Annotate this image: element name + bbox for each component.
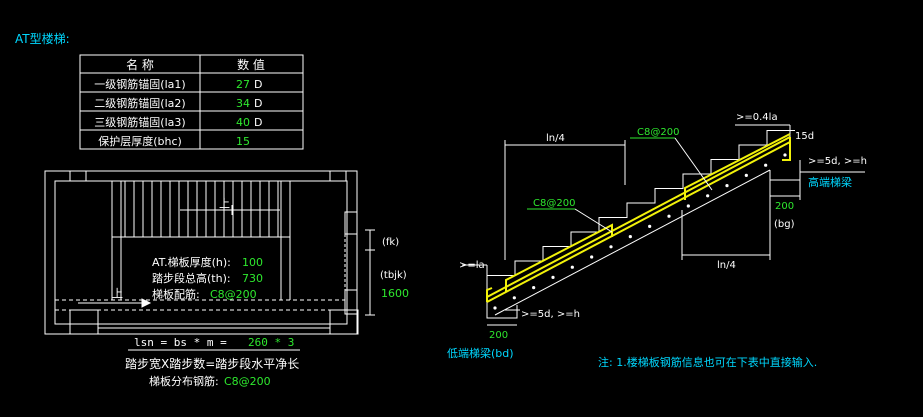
plan-tread-lines bbox=[124, 181, 279, 237]
plan-fk-label: (fk) bbox=[382, 237, 399, 248]
plan-tbjk-label: (tbjk) bbox=[380, 270, 407, 281]
table-row-value[interactable]: 40 bbox=[236, 116, 250, 129]
lsn-formula-value[interactable]: 260 * 3 bbox=[248, 336, 294, 349]
section-la-top: >=0.4la bbox=[736, 112, 778, 123]
table-row-value[interactable]: 15 bbox=[236, 135, 250, 148]
plan-up-label-left: 上 bbox=[112, 287, 123, 300]
rebar-dot bbox=[628, 235, 632, 239]
section-la-low: >=la bbox=[459, 260, 485, 271]
table-row-value[interactable]: 27 bbox=[236, 78, 250, 91]
table-row-name: 三级钢筋锚固(la3) bbox=[94, 115, 185, 129]
rebar-dot bbox=[686, 204, 690, 208]
plan-caption-2-value[interactable]: C8@200 bbox=[224, 375, 271, 388]
plan-up-arrow-left bbox=[78, 298, 152, 308]
plan-caption-1: 踏步宽X踏步数=踏步段水平净长 bbox=[125, 356, 299, 371]
footer-note: 注: 1.楼梯板钢筋信息也可在下表中直接输入. bbox=[598, 355, 817, 369]
table-row-unit: D bbox=[254, 116, 262, 129]
rebar-dot bbox=[590, 255, 594, 259]
section-bg: (bg) bbox=[774, 219, 795, 230]
section-5d-low: >=5d, >=h bbox=[521, 309, 580, 320]
table-row-value[interactable]: 34 bbox=[236, 97, 250, 110]
section-low-beam: 低端梯梁(bd) bbox=[447, 346, 514, 360]
table-row-unit: D bbox=[254, 78, 262, 91]
rebar-dot bbox=[764, 163, 768, 167]
section-15d: 15d bbox=[795, 131, 814, 142]
stair-section-view bbox=[462, 124, 865, 326]
table-row-name: 二级钢筋锚固(la2) bbox=[94, 96, 185, 110]
lsn-formula: lsn = bs * m = bbox=[134, 336, 227, 349]
section-ln4-bottom: ln/4 bbox=[717, 260, 736, 271]
plan-thickness-value[interactable]: 100 bbox=[242, 256, 263, 269]
plan-thickness-label: AT.梯板厚度(h): bbox=[152, 255, 231, 269]
rebar-dot bbox=[667, 214, 671, 218]
plan-height-label: 踏步段总高(th): bbox=[152, 271, 231, 285]
rebar-dot bbox=[493, 306, 497, 310]
plan-up-arrow-top bbox=[180, 205, 280, 215]
diagram-title: AT型楼梯: bbox=[15, 31, 70, 46]
rebar-dot bbox=[512, 296, 516, 300]
rebar-dot bbox=[706, 194, 710, 198]
section-mid-rebar[interactable]: C8@200 bbox=[533, 198, 575, 209]
section-top-rebar-pointer bbox=[674, 137, 713, 191]
rebar-dot bbox=[551, 275, 555, 279]
plan-height-value[interactable]: 730 bbox=[242, 272, 263, 285]
section-200-right[interactable]: 200 bbox=[775, 201, 794, 212]
plan-tbjk-value[interactable]: 1600 bbox=[381, 287, 409, 300]
stair-plan-view bbox=[44, 170, 375, 335]
section-rebar bbox=[486, 133, 791, 303]
table-row-unit: D bbox=[254, 97, 262, 110]
rebar-dot bbox=[744, 173, 748, 177]
rebar-dot bbox=[725, 184, 729, 188]
plan-rebar-label: 梯板配筋: bbox=[152, 287, 200, 301]
table-row-name: 保护层厚度(bhc) bbox=[98, 134, 182, 148]
plan-caption-2-label: 梯板分布钢筋: bbox=[149, 374, 219, 388]
table-row-name: 一级钢筋锚固(la1) bbox=[94, 77, 185, 91]
section-high-beam: 高端梯梁 bbox=[808, 175, 852, 189]
section-top-rebar[interactable]: C8@200 bbox=[637, 127, 679, 138]
rebar-dot bbox=[570, 265, 574, 269]
plan-up-label-top: 上 bbox=[219, 197, 230, 210]
table-header-name: 名 称 bbox=[126, 57, 154, 72]
rebar-dot bbox=[648, 224, 652, 228]
rebar-dot bbox=[609, 245, 613, 249]
section-rebar-dots bbox=[493, 153, 787, 310]
rebar-dot bbox=[532, 286, 536, 290]
parameter-table bbox=[79, 54, 304, 150]
rebar-dot bbox=[783, 153, 787, 157]
plan-rebar-value[interactable]: C8@200 bbox=[210, 288, 257, 301]
section-5d-high: >=5d, >=h bbox=[808, 156, 867, 167]
section-mid-rebar-pointer bbox=[574, 208, 613, 233]
section-200-left[interactable]: 200 bbox=[489, 330, 508, 341]
section-ln4-top: ln/4 bbox=[546, 133, 565, 144]
table-header-value: 数 值 bbox=[237, 57, 265, 72]
